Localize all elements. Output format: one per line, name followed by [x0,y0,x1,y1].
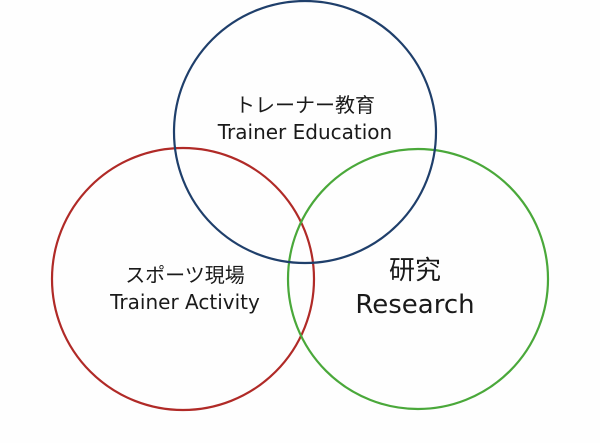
label-trainer-activity-jp: スポーツ現場 [125,263,245,287]
label-research-en: Research [355,290,475,321]
label-research-jp: 研究 [388,256,441,286]
circle-research [286,147,550,411]
label-trainer-activity-en: Trainer Activity [110,290,260,314]
label-trainer-activity: スポーツ現場 Trainer Activity [40,262,330,316]
label-trainer-education: トレーナー教育 Trainer Education [160,92,450,146]
label-trainer-education-en: Trainer Education [217,120,393,144]
circle-trainer-activity [50,146,316,412]
label-trainer-education-jp: トレーナー教育 [235,93,375,117]
circle-trainer-education [172,0,438,265]
label-research: 研究 Research [290,254,540,323]
